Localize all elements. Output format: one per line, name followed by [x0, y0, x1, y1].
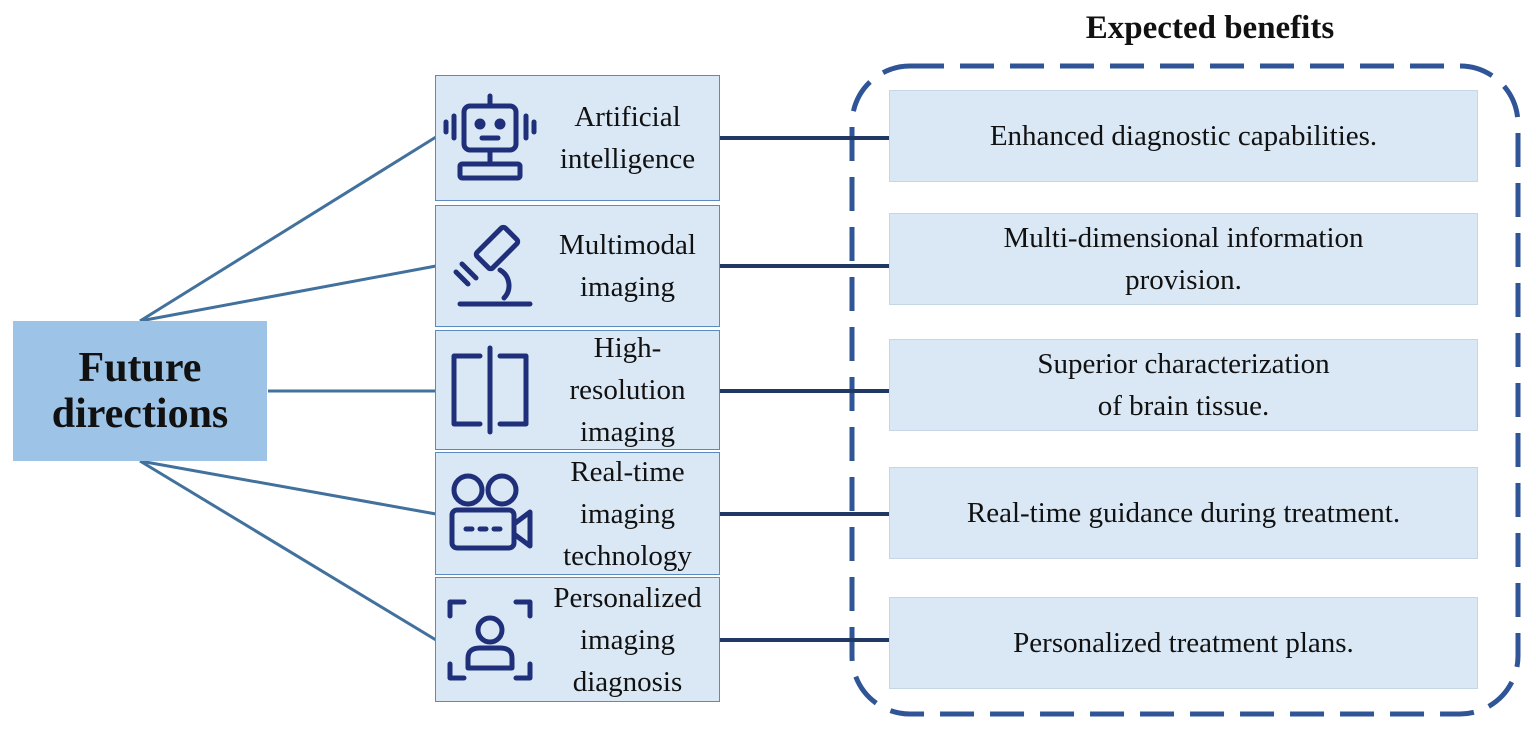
- expected-benefits-heading: Expected benefits: [1085, 10, 1335, 46]
- connector-personalized: [139, 459, 437, 642]
- benefit-enhanced-diagnostic: Enhanced diagnostic capabilities.: [889, 90, 1478, 182]
- benefit-multi-dimensional: Multi-dimensional information provision.: [889, 213, 1478, 305]
- benefit-personalized-treatment: Personalized treatment plans.: [889, 597, 1478, 689]
- connector-multimodal: [139, 264, 437, 323]
- direction-multimodal: Multimodal imaging: [435, 205, 720, 327]
- direction-high-resolution: High- resolution imaging: [435, 330, 720, 450]
- split-frame-icon: [451, 345, 529, 435]
- direction-ai-label: Artificial intelligence: [559, 101, 696, 175]
- connector-ai: [139, 135, 437, 323]
- benefit-arrows: [720, 133, 911, 645]
- future-directions-box: Future directions: [13, 321, 267, 461]
- connector-real-time: [139, 459, 437, 516]
- user-scan-icon: [447, 599, 533, 680]
- direction-multimodal-label: Multimodal imaging: [559, 229, 696, 303]
- robot-icon: [443, 93, 537, 181]
- direction-real-time: Real-time imaging technology: [435, 452, 720, 575]
- future-directions-label: Future directions: [51, 345, 229, 437]
- direction-personalized: Personalized imaging diagnosis: [435, 577, 720, 702]
- direction-personalized-label: Personalized imaging diagnosis: [553, 581, 702, 698]
- direction-high-resolution-label: High- resolution imaging: [569, 332, 686, 448]
- benefit-superior-characterization: Superior characterization of brain tissu…: [889, 339, 1478, 431]
- benefit-real-time-guidance: Real-time guidance during treatment.: [889, 467, 1478, 559]
- video-camera-icon: [449, 473, 533, 550]
- direction-ai: Artificial intelligence: [435, 75, 720, 201]
- root-connectors: [139, 135, 437, 642]
- microscope-icon: [453, 224, 533, 307]
- direction-real-time-label: Real-time imaging technology: [563, 455, 692, 572]
